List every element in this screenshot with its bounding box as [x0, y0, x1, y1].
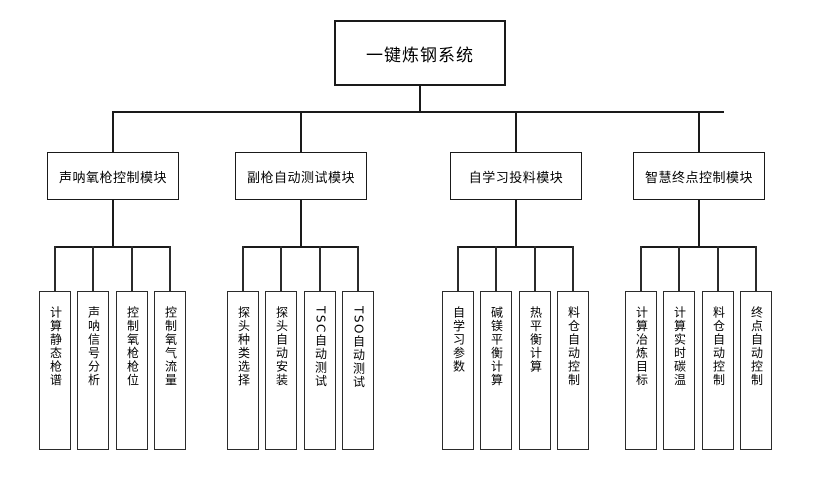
leaf-node-label: 自学习参数 — [451, 306, 466, 374]
leaf-node-label: 终点自动控制 — [749, 306, 764, 387]
connector-leaf-4-4 — [755, 246, 757, 291]
connector-leaf-3-2 — [495, 246, 497, 291]
leaf-node-tsc-auto-test[interactable]: TSC自动测试 — [304, 291, 336, 450]
connector-root-stem — [419, 86, 421, 113]
leaf-node-label: 碱镁平衡计算 — [489, 306, 504, 387]
connector-leaf-2-2 — [280, 246, 282, 291]
leaf-node-bin-auto-control-2[interactable]: 料仓自动控制 — [702, 291, 734, 450]
connector-leaf-2-1 — [242, 246, 244, 291]
connector-module-2-leaf-bus — [242, 246, 359, 248]
connector-leaf-3-3 — [534, 246, 536, 291]
leaf-node-self-learning-parameters[interactable]: 自学习参数 — [442, 291, 474, 450]
leaf-node-probe-auto-installation[interactable]: 探头自动安装 — [265, 291, 297, 450]
leaf-node-calculate-static-lance-profile[interactable]: 计算静态枪谱 — [39, 291, 71, 450]
connector-main-bus — [112, 111, 724, 113]
connector-module-2-drop — [300, 111, 302, 152]
leaf-node-calculate-smelting-target[interactable]: 计算冶炼目标 — [625, 291, 657, 450]
leaf-node-control-lance-position[interactable]: 控制氧枪枪位 — [116, 291, 148, 450]
connector-module-1-stem — [112, 200, 114, 247]
leaf-node-label: 控制氧枪枪位 — [125, 306, 140, 387]
leaf-node-calculate-realtime-carbon-temperature[interactable]: 计算实时碳温 — [663, 291, 695, 450]
connector-module-1-drop — [112, 111, 114, 152]
connector-module-3-stem — [515, 200, 517, 247]
leaf-node-label: 探头自动安装 — [274, 306, 289, 387]
module-node-label: 副枪自动测试模块 — [246, 170, 355, 186]
leaf-node-label: 热平衡计算 — [528, 306, 543, 374]
leaf-node-control-oxygen-flow[interactable]: 控制氧气流量 — [154, 291, 186, 450]
connector-module-2-stem — [300, 200, 302, 247]
leaf-node-label: 料仓自动控制 — [566, 306, 581, 387]
module-node-label: 自学习投料模块 — [468, 170, 564, 186]
connector-leaf-3-1 — [457, 246, 459, 291]
connector-leaf-2-4 — [357, 246, 359, 291]
leaf-node-heat-balance-calculation[interactable]: 热平衡计算 — [519, 291, 551, 450]
leaf-node-label: TSO自动测试 — [351, 306, 366, 389]
connector-module-1-leaf-bus — [54, 246, 171, 248]
connector-module-3-leaf-bus — [457, 246, 574, 248]
connector-module-4-drop — [698, 111, 700, 152]
connector-leaf-2-3 — [319, 246, 321, 291]
connector-leaf-4-1 — [640, 246, 642, 291]
leaf-node-label: TSC自动测试 — [313, 306, 328, 388]
module-node-sublance-auto-test[interactable]: 副枪自动测试模块 — [235, 152, 367, 200]
connector-module-4-leaf-bus — [640, 246, 757, 248]
leaf-node-sonar-signal-analysis[interactable]: 声呐信号分析 — [77, 291, 109, 450]
connector-leaf-3-4 — [572, 246, 574, 291]
module-node-label: 声呐氧枪控制模块 — [58, 170, 167, 186]
root-node-label: 一键炼钢系统 — [366, 45, 474, 66]
connector-leaf-1-2 — [92, 246, 94, 291]
connector-leaf-4-3 — [717, 246, 719, 291]
leaf-node-alkali-magnesium-balance-calculation[interactable]: 碱镁平衡计算 — [480, 291, 512, 450]
leaf-node-label: 计算冶炼目标 — [634, 306, 649, 387]
leaf-node-label: 控制氧气流量 — [163, 306, 178, 387]
connector-module-3-drop — [515, 111, 517, 152]
module-node-smart-endpoint-control[interactable]: 智慧终点控制模块 — [633, 152, 765, 200]
leaf-node-probe-type-selection[interactable]: 探头种类选择 — [227, 291, 259, 450]
leaf-node-label: 探头种类选择 — [236, 306, 251, 387]
connector-leaf-1-1 — [54, 246, 56, 291]
connector-leaf-1-3 — [131, 246, 133, 291]
leaf-node-bin-auto-control[interactable]: 料仓自动控制 — [557, 291, 589, 450]
root-node-one-click-steelmaking-system[interactable]: 一键炼钢系统 — [334, 20, 506, 86]
connector-leaf-4-2 — [678, 246, 680, 291]
module-node-sonar-oxygen-lance-control[interactable]: 声呐氧枪控制模块 — [47, 152, 179, 200]
leaf-node-label: 计算实时碳温 — [672, 306, 687, 387]
connector-module-4-stem — [698, 200, 700, 247]
connector-leaf-1-4 — [169, 246, 171, 291]
module-node-label: 智慧终点控制模块 — [644, 170, 753, 186]
leaf-node-label: 声呐信号分析 — [86, 306, 101, 387]
module-node-self-learning-charging[interactable]: 自学习投料模块 — [450, 152, 582, 200]
leaf-node-label: 计算静态枪谱 — [48, 306, 63, 387]
leaf-node-tso-auto-test[interactable]: TSO自动测试 — [342, 291, 374, 450]
leaf-node-label: 料仓自动控制 — [711, 306, 726, 387]
leaf-node-endpoint-auto-control[interactable]: 终点自动控制 — [740, 291, 772, 450]
